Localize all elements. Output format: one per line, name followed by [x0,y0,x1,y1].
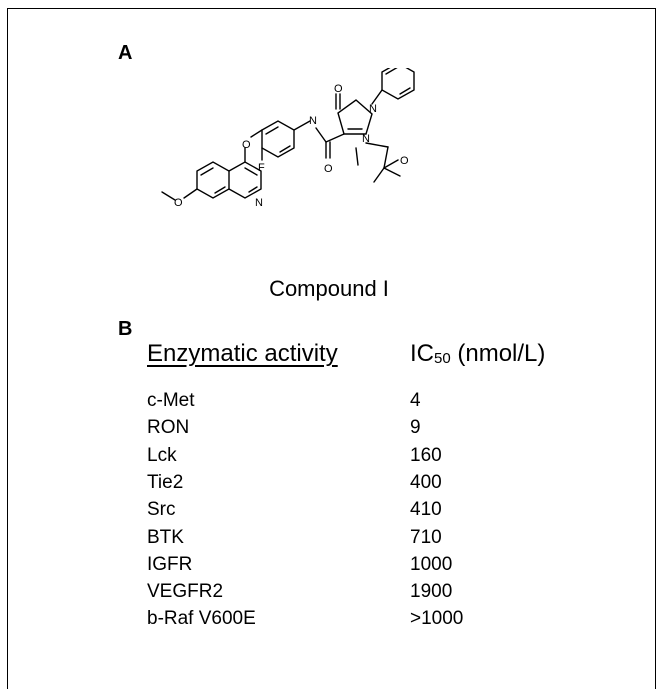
panel-b-label: B [118,318,133,340]
ic50-unit: (nmol/L) [450,340,546,367]
ic50-value: 1000 [410,553,453,575]
enzyme-name: BTK [147,526,184,548]
enzyme-name: c-Met [147,390,195,411]
enzyme-name: VEGFR2 [147,581,224,603]
enzyme-name: RON [147,417,190,439]
amide-n-label: N [309,115,317,127]
ic50-value: 400 [410,471,442,493]
compound-structure: O N O F N O O N N O [161,68,415,209]
column-header-ic50: IC50 (nmol/L) [410,340,545,368]
hydroxy-o-label: O [400,155,409,167]
ic50-value: 4 [410,390,421,411]
fluorine-label: F [258,162,265,174]
figure-frame [7,8,656,689]
enzyme-name: IGFR [147,553,193,575]
ic50-value: 410 [410,499,442,521]
ic50-value: 710 [410,526,442,548]
compound-caption: Compound I [269,276,389,301]
ic50-main: IC [410,340,434,367]
methoxy-o-label: O [174,197,183,209]
enzyme-name: Tie2 [147,471,184,493]
ether-o-label: O [242,139,251,151]
ic50-value: 1900 [410,581,453,603]
pyrazole-n1-label: N [369,103,377,115]
ic50-value: 160 [410,444,442,466]
enzyme-name: Src [147,499,176,521]
ic50-value: >1000 [410,608,464,630]
ic50-subscript: 50 [434,350,451,367]
carbonyl-o-label: O [334,83,343,95]
panel-a-label: A [118,42,133,64]
amide-o-label: O [324,163,333,175]
column-header-enzyme: Enzymatic activity [147,340,338,367]
quinoline-n-label: N [255,197,263,209]
pyrazole-n2-label: N [362,133,370,145]
enzyme-name: Lck [147,444,177,466]
ic50-value: 9 [410,417,421,439]
enzyme-name: b-Raf V600E [147,608,256,630]
